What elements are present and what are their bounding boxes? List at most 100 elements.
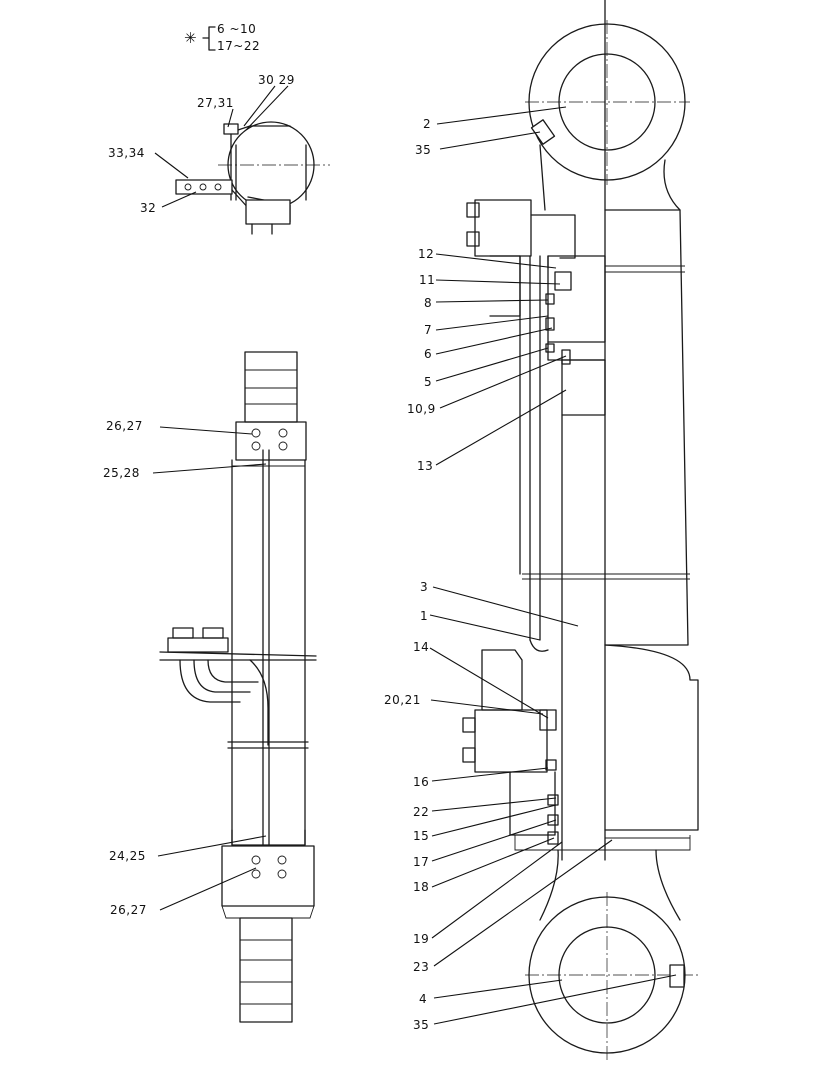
leader-line-99 xyxy=(429,647,549,719)
side-tube-band xyxy=(227,741,309,749)
top-grease-fitting xyxy=(530,119,556,145)
leader-line-96 xyxy=(435,389,567,466)
side-bottom-flange xyxy=(221,905,315,919)
side-bottom-bolt-2 xyxy=(251,869,261,879)
head-gland-left xyxy=(489,255,521,317)
inner-pipe xyxy=(529,255,541,641)
label-15: 15 xyxy=(413,829,429,843)
port-block-top xyxy=(474,199,532,257)
leader-line-100 xyxy=(430,699,544,715)
clamp-bolt-head xyxy=(223,123,239,135)
leader-line-93 xyxy=(435,327,553,355)
leader-line-116 xyxy=(152,463,267,474)
leader-line-98 xyxy=(429,614,541,641)
leader-line-89 xyxy=(435,253,557,269)
seal-20-21 xyxy=(539,709,557,731)
clamp-plate xyxy=(175,179,233,195)
side-bottom-bolt-1 xyxy=(251,855,261,865)
leader-line-102 xyxy=(431,797,557,812)
seal-18 xyxy=(547,831,559,845)
leader-line-105 xyxy=(431,837,555,888)
cylinder-section-view xyxy=(462,0,700,1060)
label-19: 19 xyxy=(413,932,429,946)
leader-line-107 xyxy=(433,839,613,967)
seal-8 xyxy=(545,293,555,305)
part-labels: 2 35 12 11 8 7 6 5 10,9 13 3 1 14 20,21 … xyxy=(103,73,436,1032)
piston-top xyxy=(547,341,606,361)
label-35-bottom: 35 xyxy=(413,1018,429,1032)
label-23: 23 xyxy=(413,960,429,974)
clamp-bracket-bolts xyxy=(251,223,273,235)
legend: ✳ 6 ~10 17~22 xyxy=(184,22,260,53)
label-26-27-bottom: 26,27 xyxy=(110,903,147,917)
side-clamp-band xyxy=(159,651,317,661)
side-head-bolt-3 xyxy=(278,428,288,438)
seal-5 xyxy=(545,343,555,353)
clamp-bracket-block xyxy=(245,199,291,225)
barrel-outer xyxy=(604,209,689,646)
port-passage-top xyxy=(530,214,576,259)
barrel-band-mid xyxy=(522,573,690,580)
leader-line-117 xyxy=(157,835,267,857)
side-bottom-eye xyxy=(239,917,293,1023)
clamp-detail-view xyxy=(175,121,330,235)
leader-line-101 xyxy=(431,767,549,782)
label-16: 16 xyxy=(413,775,429,789)
label-22: 22 xyxy=(413,805,429,819)
label-25-28: 25,28 xyxy=(103,466,140,480)
seal-17 xyxy=(547,814,559,826)
label-5: 5 xyxy=(424,375,432,389)
leader-line-103 xyxy=(431,804,557,837)
leader-line-104 xyxy=(431,819,557,862)
label-11: 11 xyxy=(419,273,435,287)
label-18: 18 xyxy=(413,880,429,894)
leader-line-114 xyxy=(161,191,197,208)
piston-13 xyxy=(561,359,606,416)
leader-line-88 xyxy=(439,131,541,150)
leader-line-91 xyxy=(435,299,549,303)
side-clamp-base xyxy=(167,637,229,653)
clamp-hole-1 xyxy=(184,183,192,191)
bottom-head-outer xyxy=(604,644,699,831)
leader-line-94 xyxy=(435,347,549,382)
side-head-bolt-2 xyxy=(251,441,261,451)
side-top-eye xyxy=(244,351,298,423)
rod-cover xyxy=(509,771,556,836)
leader-line-97 xyxy=(432,586,579,627)
side-hose-bend xyxy=(249,659,269,746)
side-bottom-head xyxy=(221,845,315,907)
leader-line-110 xyxy=(243,85,276,127)
label-17: 17 xyxy=(413,855,429,869)
leader-line-109 xyxy=(433,974,677,1025)
side-pipe xyxy=(262,449,270,846)
leader-line-90 xyxy=(435,279,561,285)
label-10-9: 10,9 xyxy=(407,402,436,416)
leader-line-92 xyxy=(435,315,549,331)
bottom-flange xyxy=(514,835,691,851)
label-12: 12 xyxy=(418,247,434,261)
barrel-band-top xyxy=(605,265,685,273)
leader-line-95 xyxy=(439,355,567,409)
label-24-25: 24,25 xyxy=(109,849,146,863)
leader-line-87 xyxy=(436,106,567,125)
label-30-29: 30 29 xyxy=(258,73,295,87)
label-8: 8 xyxy=(424,296,432,310)
bottom-port-bolt-2 xyxy=(462,747,476,763)
side-hoses xyxy=(179,659,259,703)
clamp-hole-2 xyxy=(199,183,207,191)
side-head-bolt-4 xyxy=(278,441,288,451)
side-bottom-eye-ribs xyxy=(240,939,292,1005)
label-33-34: 33,34 xyxy=(108,146,145,160)
seal-10-9 xyxy=(561,349,571,365)
legend-range-2: 17~22 xyxy=(217,39,260,53)
label-13: 13 xyxy=(417,459,433,473)
leader-line-113 xyxy=(154,152,189,179)
seal-7 xyxy=(545,317,555,331)
side-clamp-nut-1 xyxy=(172,627,194,639)
bottom-neck xyxy=(539,849,681,921)
port-bolt-1 xyxy=(466,202,480,218)
port-bolt-2 xyxy=(466,231,480,247)
top-eye-centerlines xyxy=(525,20,690,185)
